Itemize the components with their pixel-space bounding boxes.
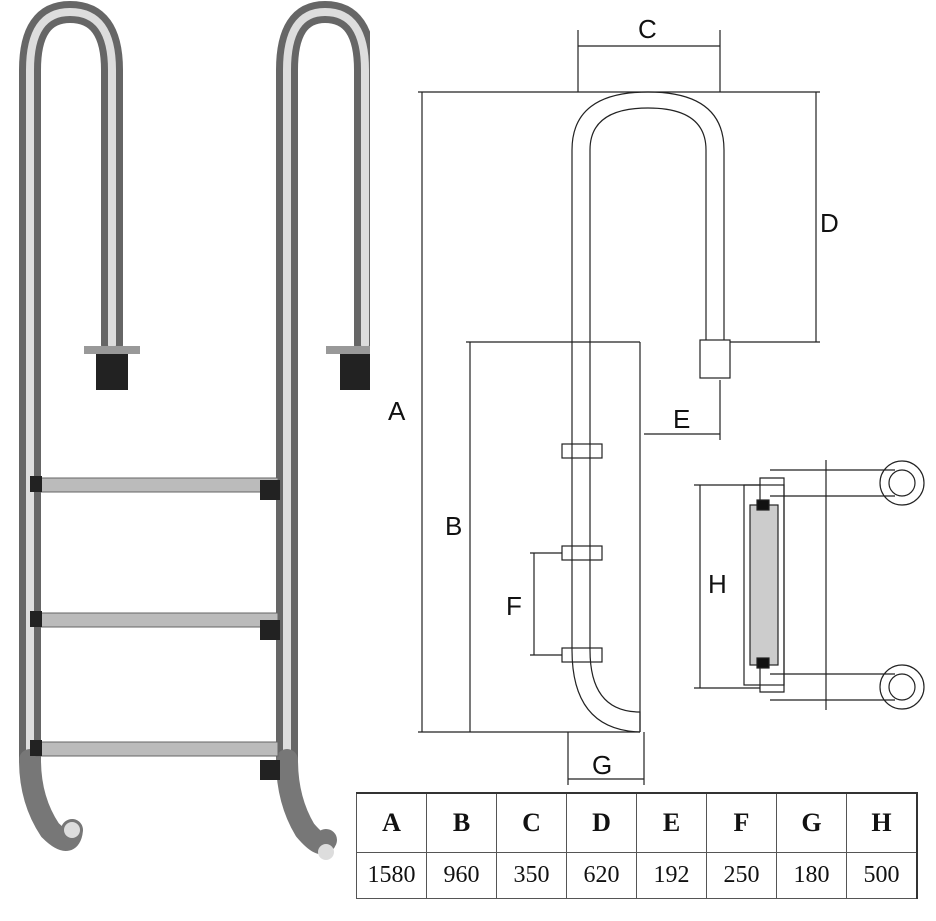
- table-cell: 350: [496, 852, 567, 899]
- table-cell: 620: [566, 852, 637, 899]
- table-header: E: [636, 792, 707, 853]
- dim-label-f: F: [506, 591, 522, 621]
- ladder-photo: [19, 0, 370, 860]
- table-row: 1580 960 350 620 192 250 180 500: [356, 852, 918, 899]
- table-header: F: [706, 792, 777, 853]
- table-cell: 192: [636, 852, 707, 899]
- dimensions-table: A B C D E F G H 1580 960 350 620 192 250…: [356, 792, 918, 899]
- technical-drawing: C D A B E F G H: [388, 14, 925, 785]
- table-header: C: [496, 792, 567, 853]
- dim-label-h: H: [708, 569, 727, 599]
- dim-label-g: G: [592, 750, 612, 780]
- table-header: B: [426, 792, 497, 853]
- table-header: H: [846, 792, 918, 853]
- side-view-rail: [571, 91, 725, 650]
- ladder-steps: [30, 476, 280, 780]
- dim-label-e: E: [673, 404, 690, 434]
- dim-label-d: D: [820, 208, 839, 238]
- table-cell: 960: [426, 852, 497, 899]
- table-cell: 500: [846, 852, 918, 899]
- dimension-lines: [418, 30, 820, 785]
- wall-anchors: [84, 346, 370, 390]
- dim-label-b: B: [445, 511, 462, 541]
- table-header: G: [776, 792, 847, 853]
- dim-label-a: A: [388, 396, 406, 426]
- table-header: A: [356, 792, 427, 853]
- table-header: D: [566, 792, 637, 853]
- table-cell: 250: [706, 852, 777, 899]
- step-front-detail: [743, 460, 925, 710]
- table-cell: 180: [776, 852, 847, 899]
- table-cell: 1580: [356, 852, 427, 899]
- table-header-row: A B C D E F G H: [356, 792, 918, 853]
- dim-label-c: C: [638, 14, 657, 44]
